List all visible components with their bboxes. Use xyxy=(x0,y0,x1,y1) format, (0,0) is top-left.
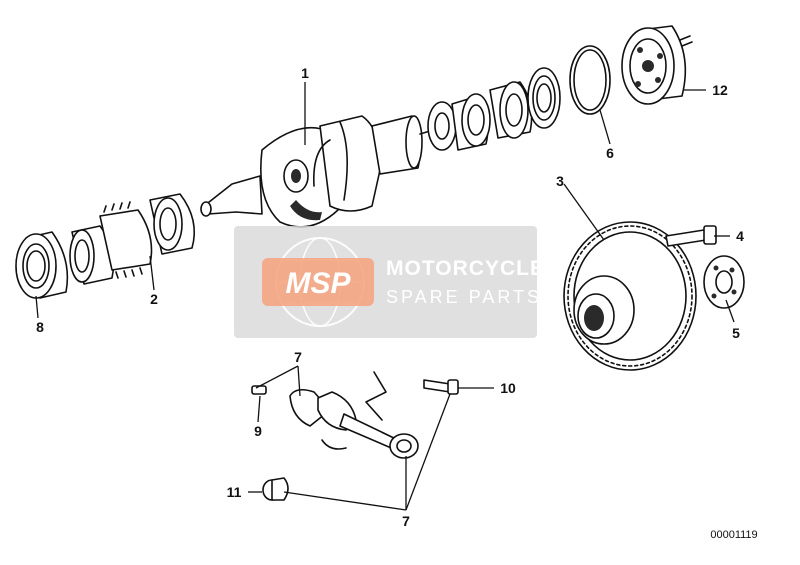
watermark-logo: MSP xyxy=(285,267,351,300)
callout-7-lower: 7 xyxy=(402,513,410,529)
watermark-subtitle: SPARE PARTS xyxy=(386,287,542,307)
leader-lines xyxy=(35,82,735,511)
connecting-rod xyxy=(289,388,419,459)
crankshaft xyxy=(200,115,441,228)
flywheel-ring-gear xyxy=(563,221,697,371)
callout-7-upper: 7 xyxy=(294,349,302,365)
sprocket-bushing xyxy=(69,193,196,285)
break-line xyxy=(365,371,387,421)
watermark-title: MOTORCYCLE xyxy=(386,257,545,280)
small-end-bushing xyxy=(262,477,289,501)
dowel-pin xyxy=(251,385,267,395)
callout-9: 9 xyxy=(254,423,262,439)
lock-plate xyxy=(703,255,745,309)
callout-2: 2 xyxy=(150,291,158,307)
watermark: MSP MOTORCYCLE SPARE PARTS xyxy=(234,226,545,338)
callout-4: 4 xyxy=(736,228,744,244)
callout-11: 11 xyxy=(227,484,242,500)
circlip-ring xyxy=(569,45,611,115)
ball-bearing xyxy=(15,231,69,299)
flywheel-bolt xyxy=(665,225,717,247)
callout-3: 3 xyxy=(556,173,564,189)
callout-8: 8 xyxy=(36,319,44,335)
callout-10: 10 xyxy=(500,380,516,396)
callout-6: 6 xyxy=(606,145,614,161)
conrod-bolt xyxy=(423,379,459,395)
watermark-logo-badge xyxy=(262,258,374,306)
callout-1: 1 xyxy=(301,65,309,81)
rear-bearing-stack xyxy=(427,67,561,151)
callout-12: 12 xyxy=(712,82,728,98)
catalog-number: 00001119 xyxy=(710,529,757,541)
callout-5: 5 xyxy=(732,325,740,341)
output-flange xyxy=(621,25,693,105)
